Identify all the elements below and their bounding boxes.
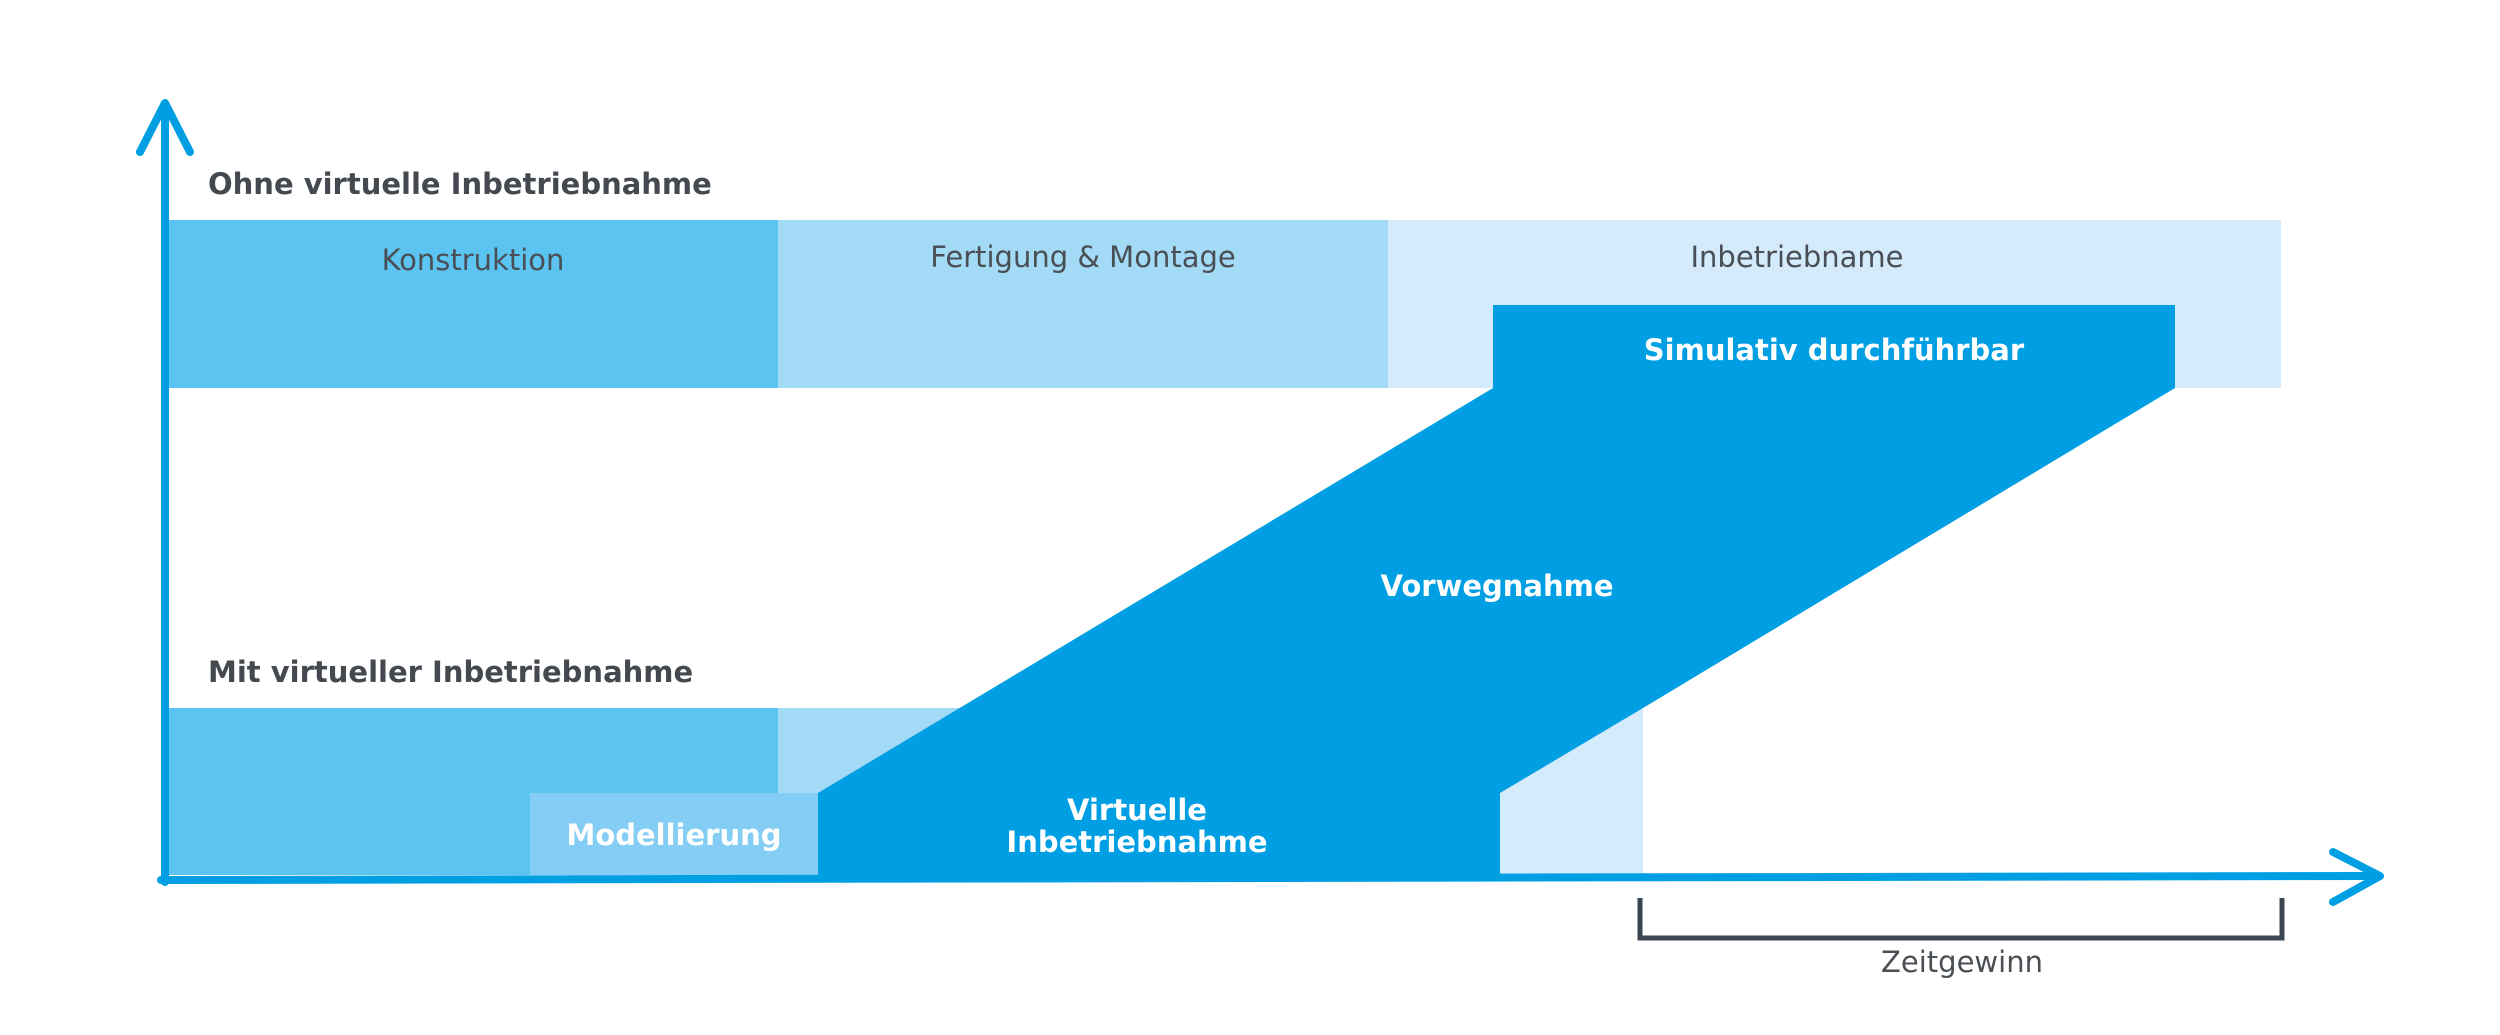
label-inbetriebname: Inbetriebname xyxy=(1690,240,1903,274)
label-vorwegnahme: Vorwegnahme xyxy=(1380,569,1613,603)
y-axis-arrowhead xyxy=(136,99,194,156)
x-axis xyxy=(157,872,2382,884)
axes xyxy=(136,99,2384,906)
label-inbetriebnahme-virtual: Inbetriebnahme xyxy=(1006,825,1267,859)
label-konstruktion: Konstruktion xyxy=(382,243,565,277)
label-zeitgewinn: Zeitgewinn xyxy=(1881,945,2043,979)
anticipation-band xyxy=(818,305,2175,875)
label-virtuelle: Virtuelle xyxy=(1067,793,1207,827)
time-gain-bracket xyxy=(1637,898,2285,941)
row-label-bottom: Mit virtueller Inbetriebnahme xyxy=(208,655,693,689)
phase-fertigung-top xyxy=(778,220,1388,388)
label-simulativ: Simulativ durchführbar xyxy=(1644,333,2025,367)
modellierung-block xyxy=(530,793,818,875)
phase-konstruktion-top xyxy=(168,220,778,388)
row-label-top: Ohne virtuelle Inbetriebnahme xyxy=(208,167,712,201)
label-modellierung: Modellierung xyxy=(566,818,781,852)
label-fertigung-montage: Fertigung & Montage xyxy=(930,240,1235,274)
x-axis-arrowhead xyxy=(2329,848,2384,906)
